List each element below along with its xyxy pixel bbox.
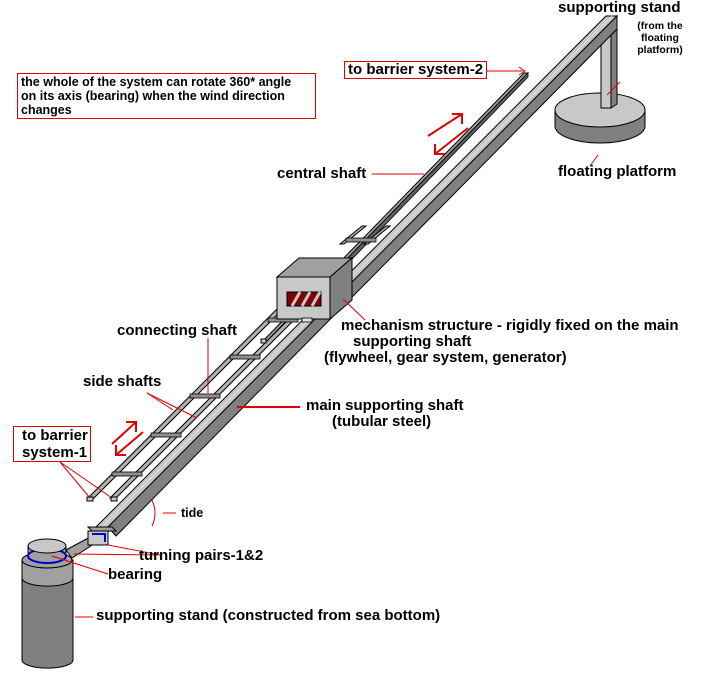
label-line: (tubular steel) <box>332 413 432 430</box>
label-central-shaft: central shaft <box>277 165 367 182</box>
label-line: mechanism structure - rigidly fixed on t… <box>341 317 679 334</box>
note-line: changes <box>21 103 72 117</box>
label-line: system-1 <box>22 444 88 461</box>
label-bearing: bearing <box>108 566 163 583</box>
note-line: on its axis (bearing) when the wind dire… <box>21 89 285 103</box>
side-shafts <box>86 225 392 502</box>
connecting-shafts <box>111 237 377 477</box>
motion-arrows <box>111 113 469 456</box>
note-line: the whole of the system can rotate 360* … <box>21 75 292 89</box>
label-line: floating <box>641 32 679 44</box>
mechanism-structure <box>275 256 354 323</box>
main-supporting-shaft <box>94 14 619 537</box>
label-turning-pairs: turning pairs-1&2 <box>139 547 264 564</box>
label-supporting-stand-top: supporting stand <box>558 0 681 16</box>
label-line: platform) <box>637 44 683 56</box>
label-tide: tide <box>181 506 204 520</box>
label-main-supporting-shaft: main supporting shaft (tubular steel) <box>306 398 464 430</box>
label-line: (from the <box>637 20 683 32</box>
label-line: (flywheel, gear system, generator) <box>324 349 567 366</box>
turning-pairs <box>65 526 118 559</box>
label-mechanism-structure: mechanism structure - rigidly fixed on t… <box>324 317 679 366</box>
rotation-note: the whole of the system can rotate 360* … <box>17 73 316 119</box>
label-line: to barrier <box>22 427 88 444</box>
label-line: main supporting shaft <box>306 397 464 414</box>
label-side-shafts: side shafts <box>83 373 162 390</box>
label-supporting-stand-bottom: supporting stand (constructed from sea b… <box>96 607 441 624</box>
label-floating-platform: floating platform <box>558 163 677 180</box>
annotation-leaders <box>51 66 621 618</box>
label-to-barrier-system-1: to barrier system-1 <box>13 426 91 462</box>
label-line: supporting shaft <box>353 333 472 350</box>
label-from-floating-platform: (from the floating platform) <box>625 20 695 56</box>
label-to-barrier-system-2: to barrier system-2 <box>344 61 488 79</box>
supporting-stand-bottom <box>21 538 74 669</box>
label-connecting-shaft: connecting shaft <box>117 322 238 339</box>
floating-platform <box>554 92 646 144</box>
